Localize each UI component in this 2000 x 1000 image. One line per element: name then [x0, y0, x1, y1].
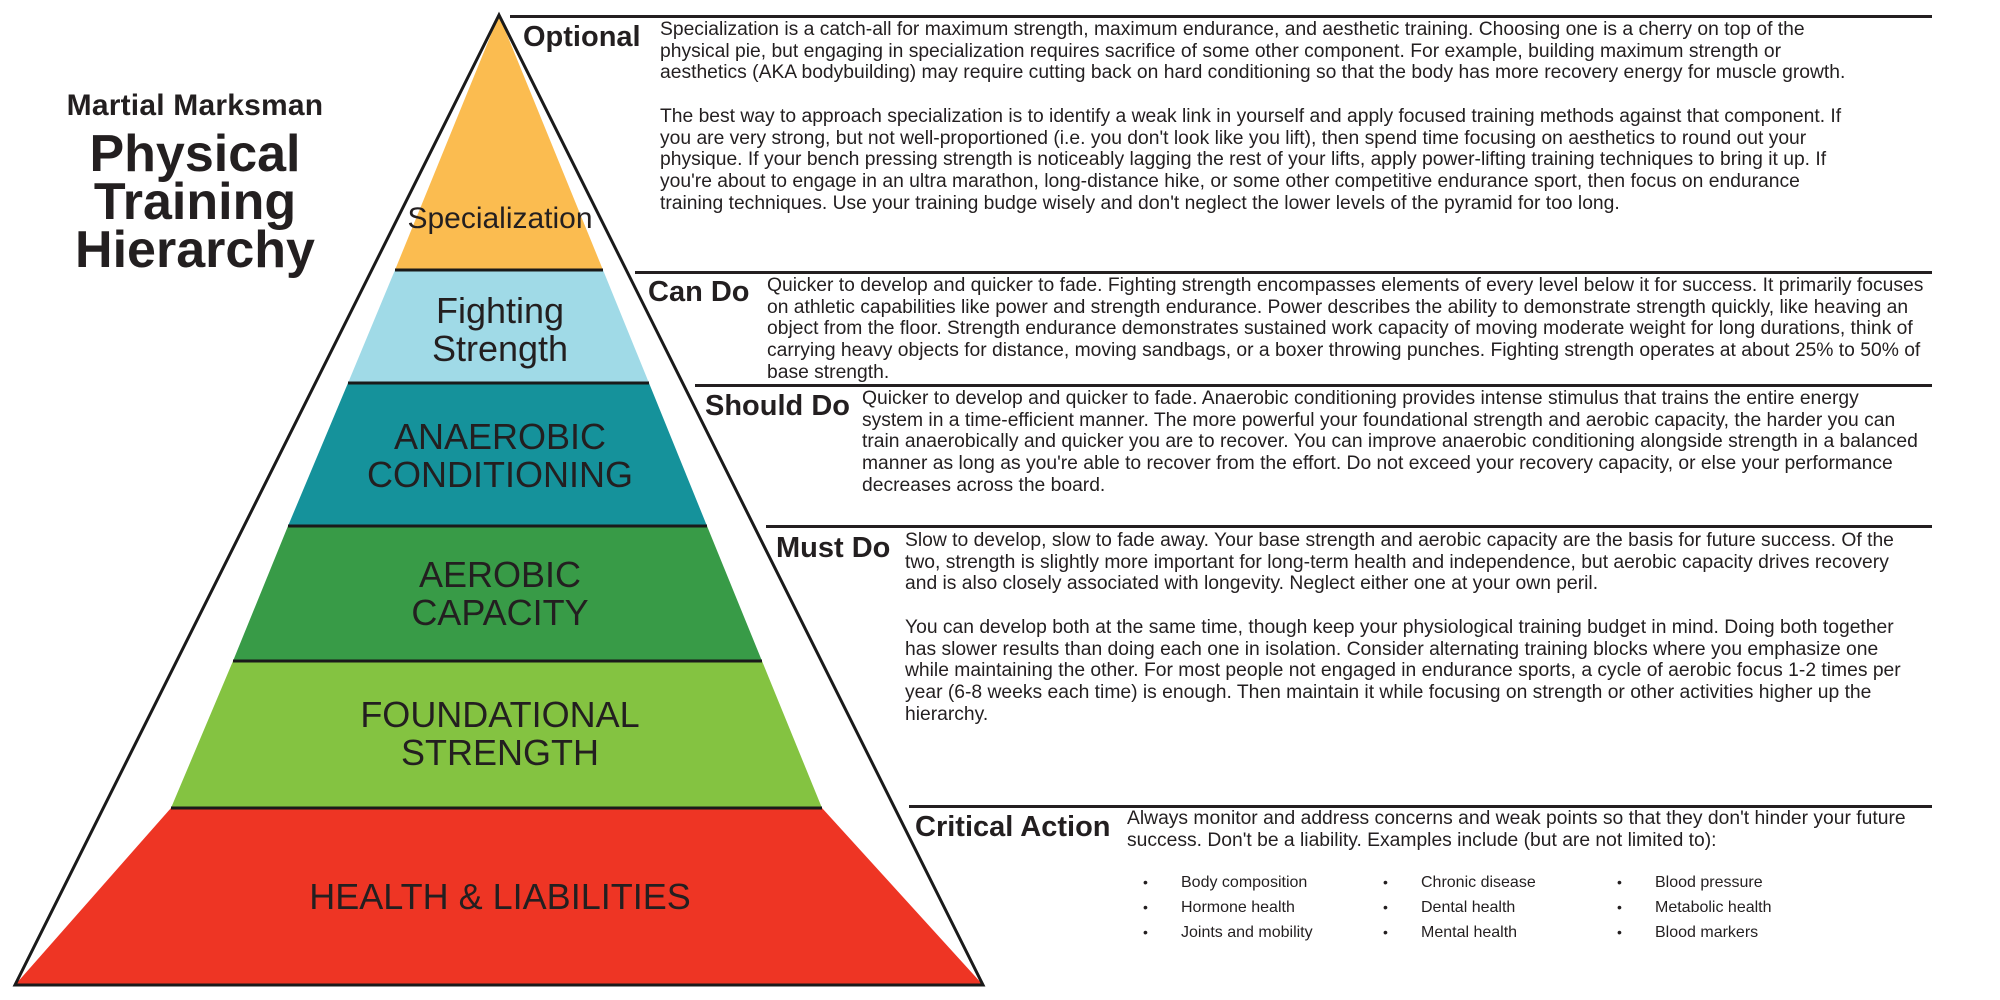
layer-label-anaerobic-conditioning: ANAEROBIC CONDITIONING: [367, 416, 633, 495]
list-item: •Mental health: [1383, 920, 1613, 945]
list-item: •Blood pressure: [1617, 870, 1847, 895]
title-line-1: Physical: [89, 125, 301, 183]
label-must-do: Must Do: [776, 532, 891, 564]
text-must-do: Slow to develop, slow to fade away. Your…: [905, 530, 1925, 747]
bullet-icon: •: [1617, 924, 1622, 940]
text-can-do: Quicker to develop and quicker to fade. …: [767, 275, 1942, 405]
divider-critical-action: [909, 805, 1932, 808]
divider-can-do: [635, 271, 1932, 274]
label-should-do: Should Do: [705, 390, 850, 422]
examples-list: •Body composition •Hormone health •Joint…: [1143, 870, 1923, 950]
layer-label-aerobic-capacity: AEROBIC CAPACITY: [411, 554, 589, 633]
brand-name: Martial Marksman: [66, 89, 324, 122]
page-title: Physical Training Hierarchy: [40, 125, 350, 279]
layer-label-foundational-strength: FOUNDATIONAL STRENGTH: [360, 694, 640, 773]
title-line-3: Hierarchy: [75, 221, 315, 279]
title-line-2: Training: [93, 173, 297, 231]
layer-aerobic-shape: [233, 526, 762, 661]
text-should-do: Quicker to develop and quicker to fade. …: [862, 388, 1922, 518]
list-item: •Blood markers: [1617, 920, 1847, 945]
paragraph: Specialization is a catch-all for maximu…: [660, 19, 1846, 84]
paragraph: Always monitor and address concerns and …: [1127, 808, 1906, 851]
list-item: •Metabolic health: [1617, 895, 1847, 920]
label-optional: Optional: [523, 21, 641, 53]
bullet-icon: •: [1383, 924, 1388, 940]
divider-must-do: [766, 525, 1932, 528]
layer-anaerobic-shape: [288, 383, 707, 526]
bullet-icon: •: [1143, 924, 1148, 940]
layer-label-specialization: Specialization: [407, 202, 593, 235]
bullet-icon: •: [1143, 874, 1148, 890]
bullet-icon: •: [1383, 899, 1388, 915]
divider-should-do: [695, 384, 1932, 387]
list-item: •Joints and mobility: [1143, 920, 1373, 945]
examples-column-2: •Chronic disease •Dental health •Mental …: [1383, 870, 1613, 945]
layer-label-fighting-strength: Fighting Strength: [431, 290, 569, 369]
divider-optional: [510, 15, 1932, 18]
list-item: •Body composition: [1143, 870, 1373, 895]
layer-foundational-shape: [171, 661, 822, 808]
layer-fighting-strength-shape: [348, 270, 649, 383]
title-block: Martial Marksman Physical Training Hiera…: [40, 88, 350, 279]
label-can-do: Can Do: [648, 276, 750, 308]
list-item: •Dental health: [1383, 895, 1613, 920]
bullet-icon: •: [1143, 899, 1148, 915]
bullet-icon: •: [1383, 874, 1388, 890]
paragraph: Quicker to develop and quicker to fade. …: [767, 275, 1924, 383]
paragraph: Quicker to develop and quicker to fade. …: [862, 388, 1918, 496]
list-item: •Hormone health: [1143, 895, 1373, 920]
layer-health-shape: [15, 808, 983, 985]
text-optional: Specialization is a catch-all for maximu…: [660, 19, 1860, 236]
examples-column-1: •Body composition •Hormone health •Joint…: [1143, 870, 1373, 945]
list-item: •Chronic disease: [1383, 870, 1613, 895]
bullet-icon: •: [1617, 899, 1622, 915]
text-critical-action: Always monitor and address concerns and …: [1127, 808, 1917, 873]
pyramid-outline: [12, 11, 986, 987]
layer-label-health-liabilities: HEALTH & LIABILITIES: [309, 876, 691, 917]
bullet-icon: •: [1617, 874, 1622, 890]
layer-specialization-shape: [395, 15, 603, 270]
paragraph: Slow to develop, slow to fade away. Your…: [905, 530, 1894, 595]
paragraph: The best way to approach specialization …: [660, 105, 1842, 214]
label-critical-action: Critical Action: [915, 811, 1111, 843]
examples-column-3: •Blood pressure •Metabolic health •Blood…: [1617, 870, 1847, 945]
paragraph: You can develop both at the same time, t…: [905, 616, 1901, 725]
